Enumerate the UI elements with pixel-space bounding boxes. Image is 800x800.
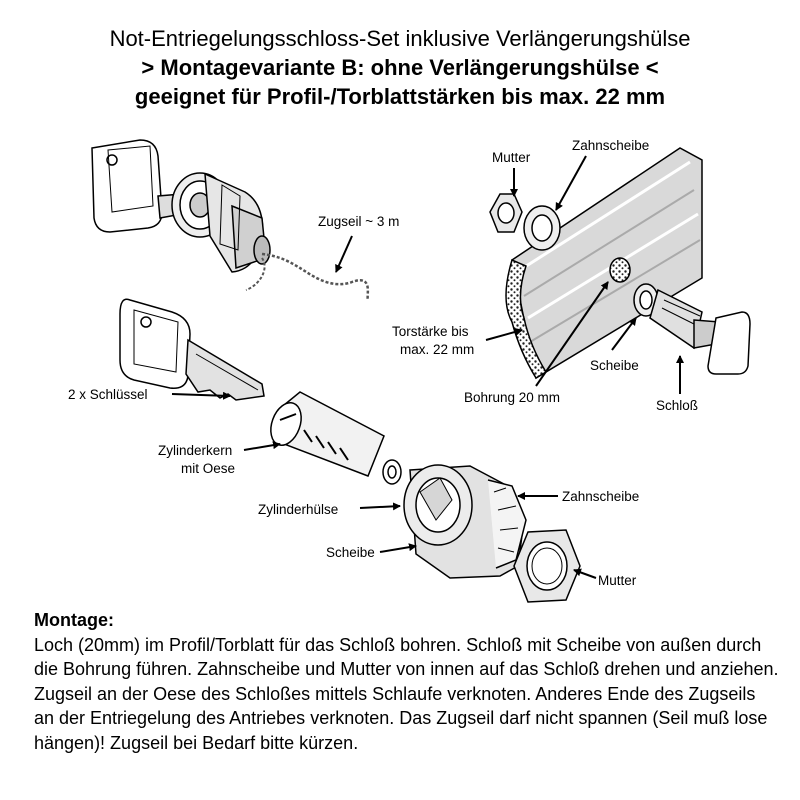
instructions: Montage: Loch (20mm) im Profil/Torblatt … bbox=[34, 608, 779, 755]
instructions-body: Loch (20mm) im Profil/Torblatt für das S… bbox=[34, 634, 779, 753]
door-panel-illustration bbox=[505, 147, 751, 380]
instructions-heading: Montage: bbox=[34, 610, 114, 630]
cylinder-sleeve-illustration bbox=[403, 464, 527, 579]
label-mutter-top: Mutter bbox=[492, 150, 531, 165]
label-zylinderkern-2: mit Oese bbox=[181, 461, 236, 476]
label-schluessel: 2 x Schlüssel bbox=[68, 387, 148, 402]
label-zylinderhuelse: Zylinderhülse bbox=[258, 502, 339, 517]
nut-top-illustration bbox=[489, 193, 523, 233]
cylinder-core-illustration bbox=[270, 391, 402, 485]
label-scheibe-top: Scheibe bbox=[590, 358, 639, 373]
label-scheibe-bottom: Scheibe bbox=[326, 545, 375, 560]
label-mutter-bottom: Mutter bbox=[598, 573, 637, 588]
title-line-2: > Montagevariante B: ohne Verlängerungsh… bbox=[141, 55, 659, 80]
lock-assembled-illustration bbox=[91, 139, 271, 273]
assembly-diagram bbox=[91, 139, 751, 603]
tooth-washer-top-illustration bbox=[523, 205, 561, 251]
label-zylinderkern-1: Zylinderkern bbox=[158, 443, 233, 458]
callout-arrows bbox=[171, 155, 684, 579]
cable-rope bbox=[261, 252, 370, 301]
label-torstaerke-2: max. 22 mm bbox=[400, 342, 475, 357]
title-line-1: Not-Entriegelungsschloss-Set inklusive V… bbox=[109, 26, 691, 51]
label-zahnscheibe-top: Zahnscheibe bbox=[572, 138, 650, 153]
label-torstaerke-1: Torstärke bis bbox=[392, 324, 469, 339]
label-zahnscheibe-bottom: Zahnscheibe bbox=[562, 489, 640, 504]
label-zugseil: Zugseil ~ 3 m bbox=[318, 214, 400, 229]
title-line-3: geeignet für Profil-/Torblattstärken bis… bbox=[134, 84, 666, 109]
nut-bottom-illustration bbox=[513, 529, 581, 603]
label-bohrung: Bohrung 20 mm bbox=[464, 390, 561, 405]
key-illustration bbox=[119, 298, 265, 401]
label-schloss: Schloß bbox=[656, 398, 699, 413]
